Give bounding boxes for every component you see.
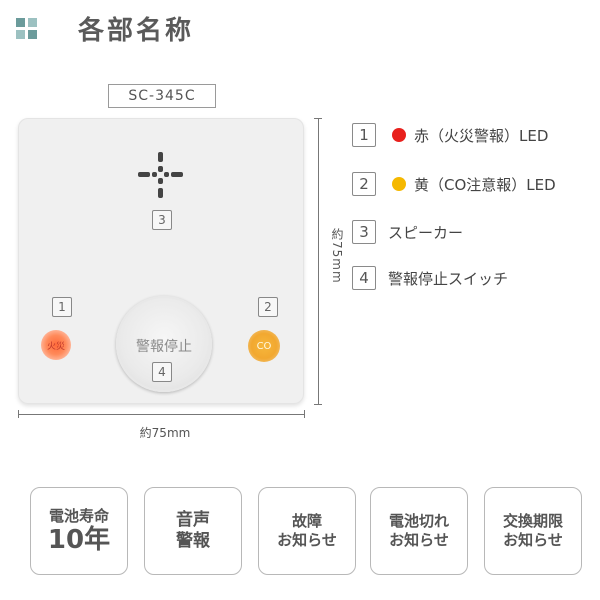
feature-battery-life-line1: 電池寿命 [48,507,109,526]
speaker-grille-icon [136,150,186,200]
yellow-dot-icon [392,177,406,191]
legend-number-4: 4 [352,266,376,290]
legend-number-1: 1 [352,123,376,147]
legend-text-4: 警報停止スイッチ [388,270,509,288]
legend-text-2: 黄（CO注意報）LED [414,176,556,194]
height-dimension-text: 約75mm [330,228,344,284]
red-dot-icon [392,128,406,142]
feature-fault-notice-line1: 故障 [291,512,322,531]
feature-battery-life-line2: 10年 [47,525,111,556]
width-dimension-tick-left [18,410,19,418]
red-led-number-label: 1 [52,297,72,317]
feature-battery-empty-notice-line1: 電池切れ [388,512,449,531]
speaker-number-label: 3 [152,210,172,230]
legend-number-3: 3 [352,220,376,244]
yellow-led: CO [248,330,280,362]
width-dimension-text: 約75mm [139,426,191,440]
feature-battery-empty-notice-line2: お知らせ [389,531,449,549]
model-label: SC-345C [108,84,216,108]
feature-voice-alarm: 音声 警報 [144,487,242,575]
feature-replacement-notice-line2: お知らせ [503,531,563,549]
height-dimension-tick-top [314,118,322,119]
height-dimension-line [318,118,319,404]
legend-text-3: スピーカー [388,224,464,242]
feature-battery-empty-notice: 電池切れ お知らせ [370,487,468,575]
red-led-text: 火災 [46,341,65,352]
legend-text-1: 赤（火災警報）LED [414,127,549,145]
feature-fault-notice-line2: お知らせ [277,531,337,549]
page-title: 各部名称 [78,16,195,46]
stop-button-number-label: 4 [152,362,172,382]
feature-voice-alarm-line1: 音声 [176,509,210,530]
legend-number-2: 2 [352,172,376,196]
feature-battery-life: 電池寿命 10年 [30,487,128,575]
header-grid-icon [16,18,46,40]
red-led: 火災 [41,330,71,360]
yellow-led-text: CO [256,340,272,352]
feature-fault-notice: 故障 お知らせ [258,487,356,575]
alarm-stop-label: 警報停止 [136,339,192,355]
feature-voice-alarm-line2: 警報 [176,531,210,551]
feature-replacement-notice-line1: 交換期限 [502,512,563,531]
width-dimension-tick-right [304,410,305,418]
height-dimension-tick-bottom [314,404,322,405]
width-dimension-line [18,414,304,415]
yellow-led-number-label: 2 [258,297,278,317]
feature-replacement-notice: 交換期限 お知らせ [484,487,582,575]
